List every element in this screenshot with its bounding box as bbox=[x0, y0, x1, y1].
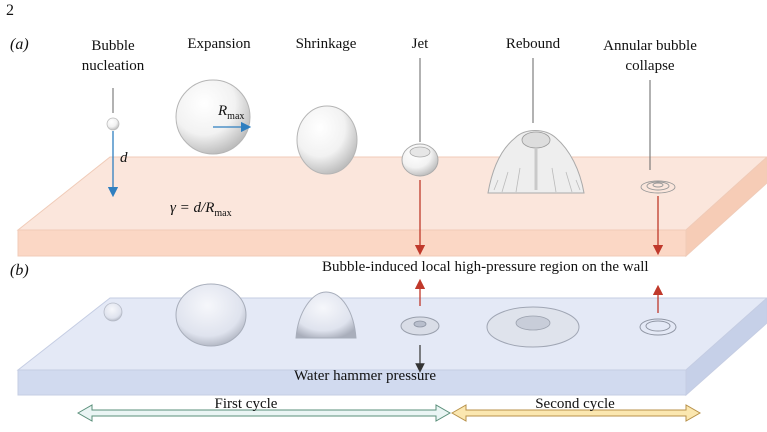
high-pressure-label: Bubble-induced local high-pressure regio… bbox=[322, 259, 649, 275]
stage-label-annular: Annular bubble collapse bbox=[603, 36, 697, 76]
stage-label-expansion: Expansion bbox=[187, 36, 251, 52]
stage-annular-line1: Annular bubble bbox=[603, 38, 697, 54]
gamma-formula: γ = d/Rmax bbox=[170, 200, 232, 219]
rmax-letter: R bbox=[218, 103, 228, 119]
page-number: 2 bbox=[6, 2, 14, 19]
bubble-expansion bbox=[175, 79, 251, 155]
rmax-subscript: max bbox=[227, 111, 245, 122]
panel-a-tag: (a) bbox=[10, 36, 29, 53]
bubbles-a bbox=[106, 79, 676, 194]
b-expansion bbox=[175, 283, 247, 347]
bubbles-b bbox=[103, 283, 677, 348]
plate-a bbox=[16, 156, 767, 258]
stage-label-rebound: Rebound bbox=[505, 36, 561, 52]
stage-label-nucleation: Bubble nucleation bbox=[82, 36, 144, 76]
d-label: d bbox=[120, 150, 128, 166]
stage-label-shrinkage: Shrinkage bbox=[295, 36, 357, 52]
stage-label-jet: Jet bbox=[411, 36, 429, 52]
second-cycle-label: Second cycle bbox=[535, 396, 615, 412]
b-jet bbox=[400, 316, 440, 336]
b-annular bbox=[639, 318, 677, 336]
first-cycle-label: First cycle bbox=[214, 396, 278, 412]
gamma-formula-text: γ = d/R bbox=[170, 200, 215, 216]
stage-annular-line2: collapse bbox=[625, 58, 675, 74]
stage-nucleation-line2: nucleation bbox=[81, 58, 145, 74]
leader-lines bbox=[112, 58, 651, 170]
panel-b-tag: (b) bbox=[10, 262, 29, 279]
bubble-shrinkage bbox=[296, 105, 358, 175]
rmax-label: Rmax bbox=[218, 103, 244, 122]
bubble-annular bbox=[640, 180, 676, 194]
bubble-rebound bbox=[487, 130, 585, 194]
second-cycle-arrow bbox=[450, 404, 702, 422]
bubble-jet bbox=[401, 143, 439, 177]
stage-nucleation-line1: Bubble bbox=[91, 38, 135, 54]
bubble-nucleation bbox=[106, 117, 120, 131]
b-rebound bbox=[486, 306, 580, 348]
b-nucleation bbox=[103, 302, 123, 322]
b-shrinkage bbox=[295, 291, 357, 339]
first-cycle-arrow bbox=[76, 404, 452, 422]
water-hammer-label: Water hammer pressure bbox=[293, 368, 437, 384]
gamma-subscript: max bbox=[214, 208, 232, 219]
